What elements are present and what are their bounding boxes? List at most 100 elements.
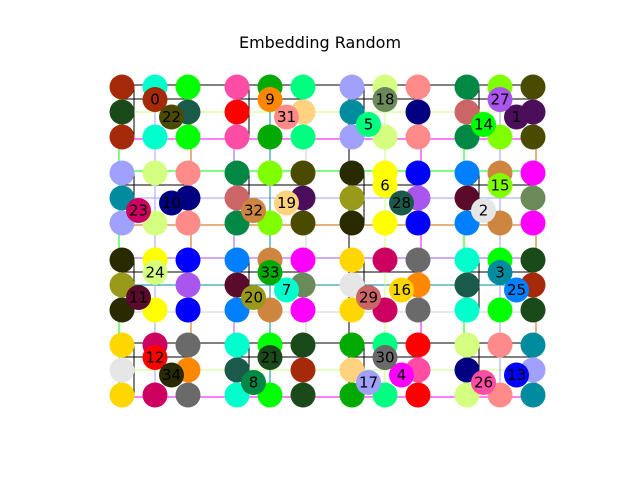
- graph-node: [405, 160, 431, 186]
- graph-node: [142, 124, 168, 150]
- graph-node: [520, 185, 546, 211]
- node-label-16: 16: [392, 281, 411, 299]
- graph-node-16: [389, 277, 414, 303]
- node-label-0: 0: [150, 91, 160, 109]
- diagram-title: Embedding Random: [238, 33, 402, 52]
- graph-node: [224, 99, 250, 125]
- node-label-14: 14: [474, 116, 493, 134]
- node-label-5: 5: [364, 116, 374, 134]
- graph-node: [109, 382, 135, 408]
- graph-node: [520, 382, 546, 408]
- graph-node-3: [487, 260, 513, 285]
- graph-node: [487, 297, 513, 323]
- node-label-9: 9: [265, 91, 275, 109]
- node-label-23: 23: [129, 202, 148, 220]
- graph-node: [339, 210, 365, 236]
- node-label-12: 12: [145, 349, 164, 367]
- graph-node-34: [159, 362, 184, 388]
- graph-node: [175, 332, 201, 358]
- graph-node-32: [241, 198, 266, 223]
- graph-node-33: [257, 260, 283, 285]
- graph-node: [520, 247, 546, 273]
- graph-node: [109, 357, 135, 383]
- node-label-2: 2: [479, 202, 489, 220]
- graph-node: [372, 247, 398, 273]
- graph-node: [405, 124, 431, 150]
- graph-node: [454, 332, 480, 358]
- graph-node: [454, 74, 480, 100]
- graph-node: [290, 357, 316, 383]
- node-label-22: 22: [162, 108, 181, 126]
- graph-node-0: [142, 87, 168, 112]
- graph-node: [339, 74, 365, 100]
- graph-node: [520, 160, 546, 186]
- graph-node-9: [257, 87, 283, 112]
- graph-node: [109, 247, 135, 273]
- node-label-30: 30: [375, 349, 394, 367]
- graph-node: [405, 382, 431, 408]
- graph-node-22: [159, 104, 184, 130]
- graph-node-31: [274, 104, 299, 130]
- graph-node-30: [372, 345, 398, 370]
- graph-node-5: [356, 112, 381, 137]
- node-label-8: 8: [249, 374, 259, 392]
- graph-node: [224, 74, 250, 100]
- graph-node-13: [504, 362, 529, 388]
- graph-node-12: [142, 345, 168, 370]
- graph-node: [290, 210, 316, 236]
- graph-node-25: [504, 277, 529, 303]
- graph-node-11: [126, 285, 151, 310]
- graph-node: [520, 74, 546, 100]
- graph-node: [520, 124, 546, 150]
- graph-node: [339, 160, 365, 186]
- graph-node: [224, 332, 250, 358]
- graph-node: [405, 332, 431, 358]
- graph-node: [290, 297, 316, 323]
- graph-node-8: [241, 370, 266, 395]
- graph-node: [109, 332, 135, 358]
- node-label-33: 33: [260, 264, 279, 282]
- graph-node-10: [159, 190, 184, 216]
- graph-node: [142, 160, 168, 186]
- graph-node-7: [274, 277, 299, 303]
- graph-node: [339, 247, 365, 273]
- node-label-21: 21: [260, 349, 279, 367]
- graph-node-17: [356, 370, 381, 395]
- graph-node-6: [372, 173, 398, 198]
- graph-node: [454, 247, 480, 273]
- node-label-27: 27: [490, 91, 509, 109]
- node-labels: 0123456789101112131415161718192021222324…: [129, 91, 526, 392]
- node-label-31: 31: [277, 108, 296, 126]
- node-label-20: 20: [244, 289, 263, 307]
- graph-node: [487, 332, 513, 358]
- graph-node-24: [142, 260, 168, 285]
- graph-node: [454, 297, 480, 323]
- graph-node: [290, 382, 316, 408]
- graph-node-2: [471, 198, 496, 223]
- graph-node: [109, 74, 135, 100]
- graph-node: [520, 297, 546, 323]
- graph-node: [175, 382, 201, 408]
- node-label-4: 4: [397, 366, 407, 384]
- node-label-25: 25: [507, 281, 526, 299]
- graph-node: [405, 247, 431, 273]
- node-label-13: 13: [507, 366, 526, 384]
- node-label-19: 19: [277, 194, 296, 212]
- graph-node: [175, 210, 201, 236]
- graph-node: [405, 74, 431, 100]
- graph-node: [175, 272, 201, 298]
- graph-node: [109, 124, 135, 150]
- node-label-28: 28: [392, 194, 411, 212]
- graph-node: [454, 160, 480, 186]
- graph-node: [290, 124, 316, 150]
- graph-node-20: [241, 285, 266, 310]
- graph-node-28: [389, 190, 414, 216]
- graph-node-23: [126, 198, 151, 223]
- graph-node: [290, 160, 316, 186]
- node-label-24: 24: [145, 264, 164, 282]
- graph-node: [175, 160, 201, 186]
- graph-node: [339, 332, 365, 358]
- graph-node-15: [487, 173, 513, 198]
- node-label-29: 29: [359, 289, 378, 307]
